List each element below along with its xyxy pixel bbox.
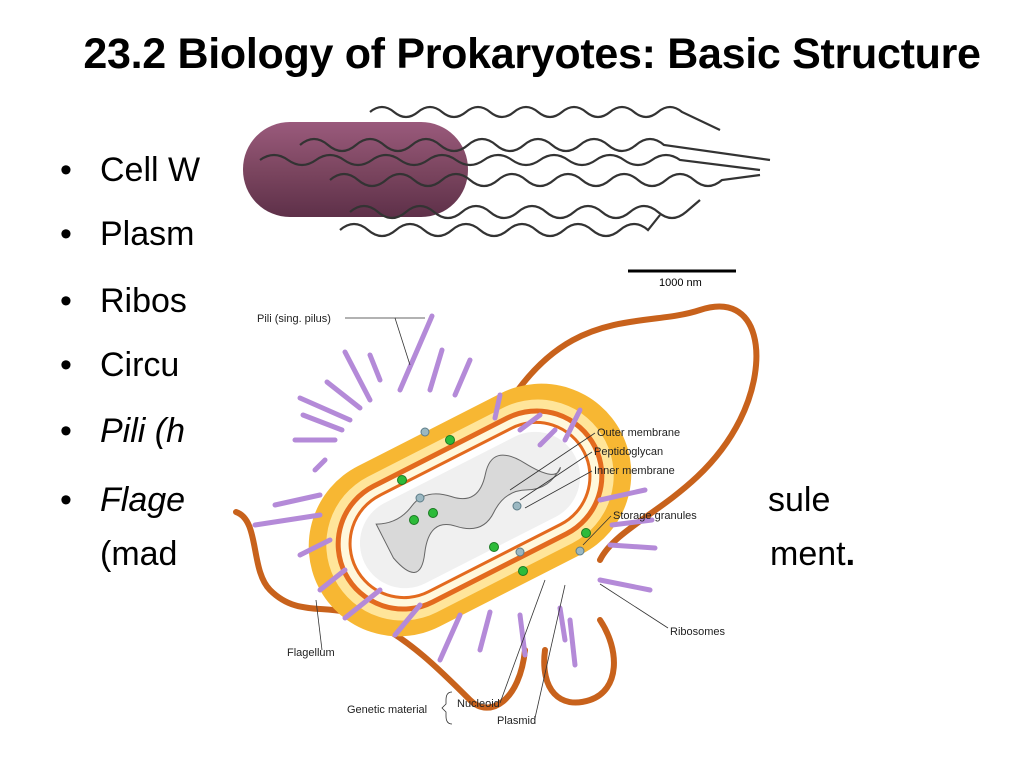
label-ribosomes: Ribosomes bbox=[670, 626, 726, 638]
slide-title: 23.2 Biology of Prokaryotes: Basic Struc… bbox=[83, 30, 981, 78]
pili bbox=[252, 313, 658, 668]
bullet-end-punct: . bbox=[845, 535, 856, 573]
bullet-glyph: • bbox=[60, 282, 72, 320]
bullet-glyph: • bbox=[60, 481, 72, 519]
bullet-text: Cell W bbox=[100, 151, 201, 189]
bullet-item: • Plasm bbox=[60, 215, 194, 254]
bullet-glyph: • bbox=[60, 346, 72, 384]
ribosomes bbox=[397, 435, 591, 576]
label-storage-granules: Storage granules bbox=[613, 510, 697, 522]
bullet-text: Flage bbox=[100, 481, 186, 519]
bullet-text: Ribos bbox=[100, 282, 187, 320]
label-leader-lines bbox=[315, 317, 669, 725]
label-peptidoglycan: Peptidoglycan bbox=[594, 446, 663, 458]
bullet-continuation-text: (mad bbox=[100, 535, 178, 573]
label-inner-membrane: Inner membrane bbox=[594, 465, 675, 477]
bullet-glyph: • bbox=[60, 151, 72, 189]
bullet-item: • Flage bbox=[60, 481, 185, 520]
nucleoid-region bbox=[375, 454, 561, 573]
label-nucleoid: Nucleoid bbox=[457, 698, 500, 710]
bullet-text: Circu bbox=[100, 346, 180, 384]
bullet-item: • Ribos bbox=[60, 282, 187, 321]
bullet-text: Plasm bbox=[100, 215, 195, 253]
label-plasmid: Plasmid bbox=[497, 715, 536, 727]
bullet-right-fragment-line2: ment. bbox=[770, 535, 855, 574]
bullet-text: Pili (h bbox=[100, 412, 186, 450]
label-pili: Pili (sing. pilus) bbox=[257, 313, 331, 325]
scale-bar-label: 1000 nm bbox=[659, 277, 702, 289]
label-outer-membrane: Outer membrane bbox=[597, 427, 680, 439]
bullet-right-fragment: sule bbox=[768, 481, 831, 519]
bullet-fragment-text: ment bbox=[770, 535, 846, 573]
label-flagellum: Flagellum bbox=[287, 647, 335, 659]
label-genetic-material: Genetic material bbox=[347, 704, 427, 716]
bullet-item: • Pili (h bbox=[60, 412, 185, 451]
bullet-item: • Circu bbox=[60, 346, 179, 385]
bullet-glyph: • bbox=[60, 215, 72, 253]
storage-granules bbox=[415, 427, 585, 557]
bullet-glyph: • bbox=[60, 412, 72, 450]
bullet-item: • Cell W bbox=[60, 151, 200, 190]
